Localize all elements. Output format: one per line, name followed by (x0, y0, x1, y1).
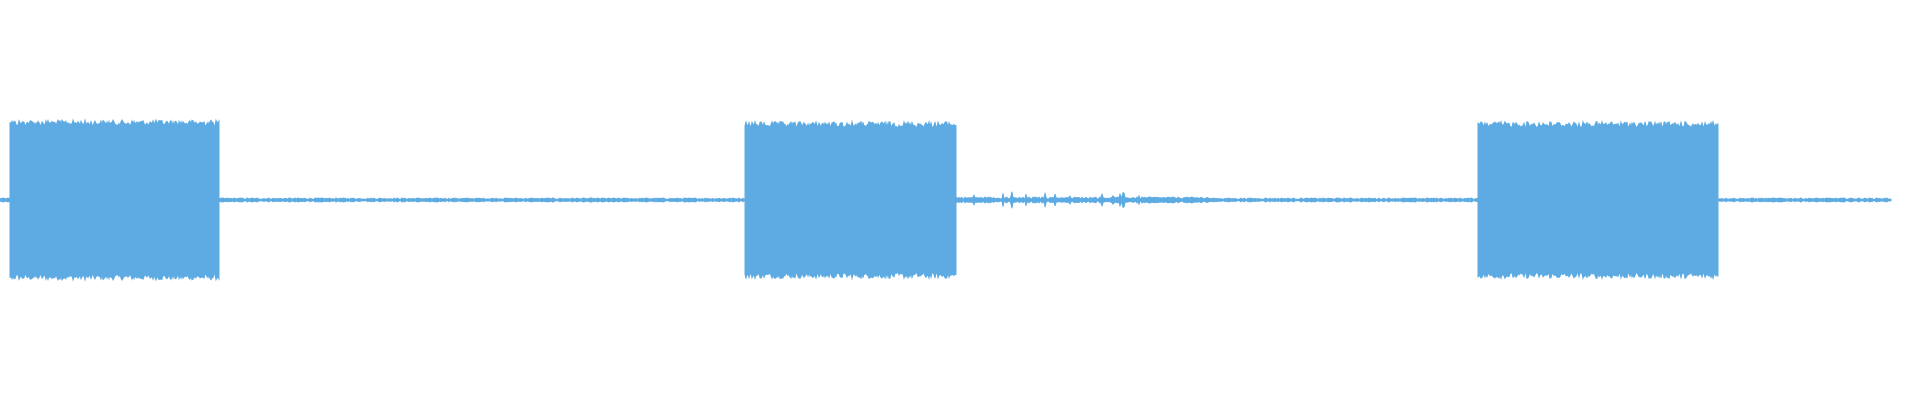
waveform-segment-tone-burst (1477, 119, 1719, 281)
waveform-segment-tone-burst (9, 118, 220, 282)
waveform-segment-quiet (0, 197, 11, 203)
waveform-segments (0, 118, 1892, 282)
waveform-segment-quiet (1717, 197, 1892, 203)
waveform-segment-quiet (1209, 197, 1479, 203)
waveform-segment-quiet (218, 196, 746, 204)
waveform-segment-quiet-noisy (955, 191, 1211, 209)
waveform-segment-tone-burst (744, 119, 957, 281)
